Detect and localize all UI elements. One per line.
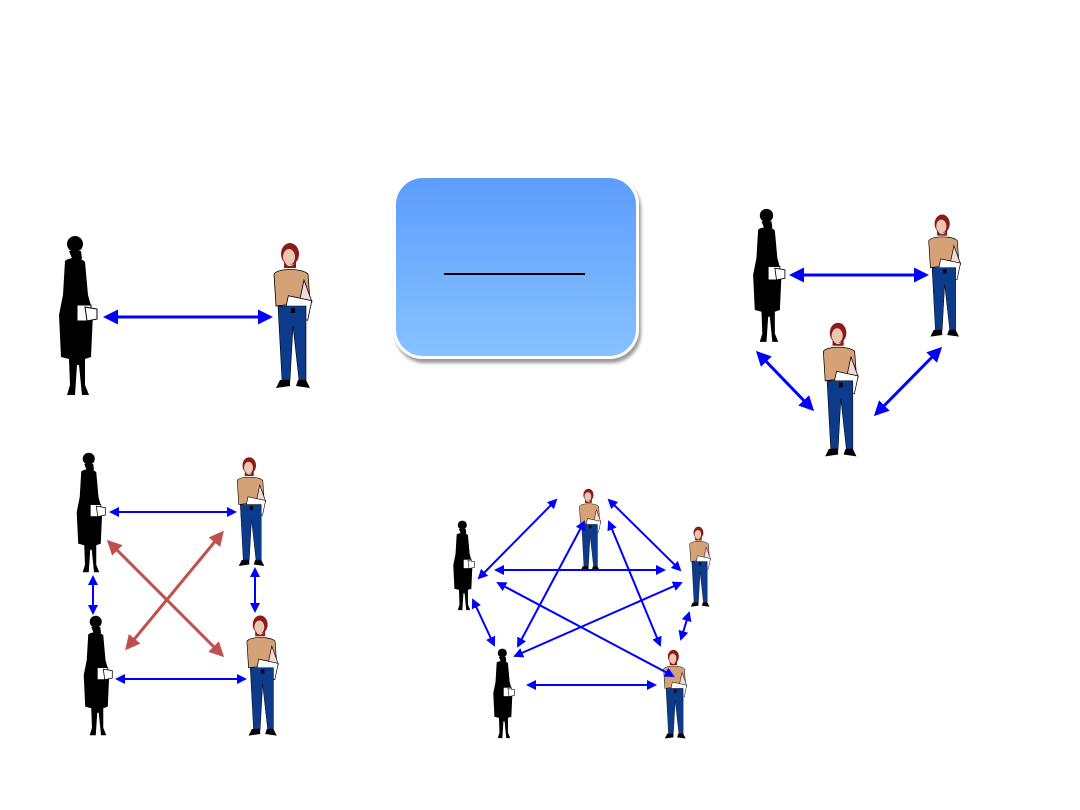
pair-group xyxy=(58,235,313,396)
man-figure-icon xyxy=(246,615,279,737)
woman-silhouette-icon xyxy=(492,648,516,739)
man-figure-icon xyxy=(579,488,602,572)
double-arrow-icon xyxy=(517,520,585,648)
double-arrow-icon xyxy=(607,498,682,572)
woman-silhouette-icon xyxy=(752,208,786,343)
triad-group xyxy=(752,208,962,457)
double-arrow-icon xyxy=(513,581,683,658)
man-figure-icon xyxy=(689,526,711,608)
quad-group xyxy=(76,452,279,737)
center-underline xyxy=(444,273,585,275)
man-figure-icon xyxy=(273,242,313,389)
woman-silhouette-icon xyxy=(452,520,476,611)
man-figure-icon xyxy=(663,649,688,739)
double-arrow-icon xyxy=(873,346,943,417)
woman-silhouette-icon xyxy=(58,235,98,396)
red-double-arrow-icon xyxy=(125,530,224,651)
pentagon-group xyxy=(452,488,711,739)
red-double-arrow-icon xyxy=(106,539,225,658)
woman-silhouette-icon xyxy=(83,615,113,736)
double-arrow-icon xyxy=(755,350,815,412)
double-arrow-icon xyxy=(678,611,692,641)
man-figure-icon xyxy=(928,214,962,338)
center-rounded-box xyxy=(393,175,639,359)
double-arrow-icon xyxy=(471,598,496,647)
double-arrow-icon xyxy=(477,498,558,580)
pentagon-arrows xyxy=(471,498,692,690)
woman-silhouette-icon xyxy=(76,452,106,573)
man-figure-icon xyxy=(822,322,859,457)
double-arrow-icon xyxy=(496,582,675,677)
man-figure-icon xyxy=(236,456,267,567)
double-arrow-icon xyxy=(607,520,662,647)
